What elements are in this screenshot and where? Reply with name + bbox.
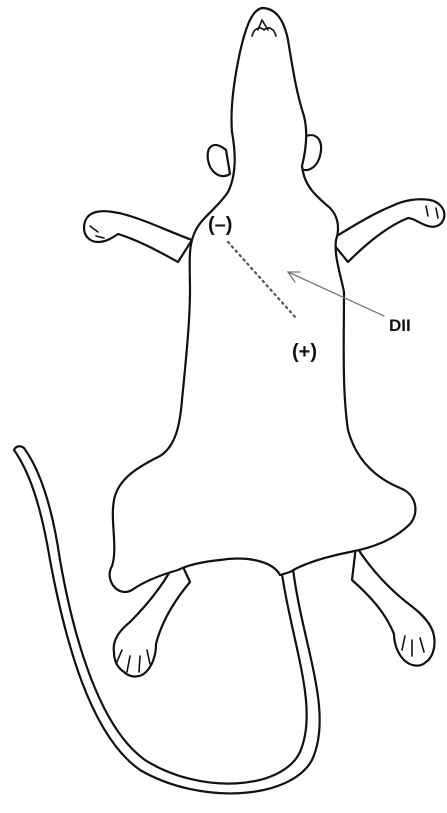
rat-front-leg-left	[84, 211, 192, 262]
rat-hind-leg-right	[352, 546, 435, 666]
rat-ear-left	[208, 145, 230, 176]
positive-electrode-label: (+)	[292, 341, 317, 363]
rat-body-outline	[110, 8, 416, 592]
negative-electrode-label: (–)	[208, 214, 232, 236]
lead-label: DII	[389, 316, 411, 335]
rat-front-leg-right	[330, 199, 444, 262]
